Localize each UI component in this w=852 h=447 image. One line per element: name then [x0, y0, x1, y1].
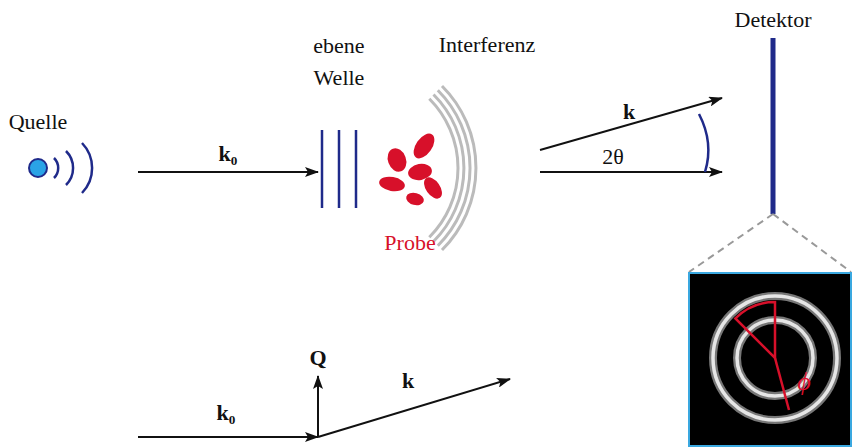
text-label: k — [402, 368, 414, 394]
text-label: k₀ — [217, 400, 236, 426]
scattered-arrow — [540, 98, 722, 150]
text-label: k₀ — [219, 141, 238, 167]
text-label: Q — [309, 345, 326, 371]
sample-particles — [378, 130, 446, 207]
angle-symbol: ϕ — [797, 367, 810, 397]
text-label: Quelle — [9, 109, 68, 135]
detector-bar — [771, 38, 776, 214]
text-label: 2θ — [602, 144, 624, 170]
zoom-line — [773, 214, 851, 272]
text-label: ebene Welle — [304, 30, 374, 94]
detector-inset: ϕ — [688, 272, 852, 447]
plane-wave-front — [355, 130, 358, 208]
ring-pattern — [690, 274, 850, 445]
plane-wave-front — [321, 130, 324, 208]
angle-arc — [699, 114, 708, 172]
vector-q — [317, 376, 319, 437]
text-label: Interferenz — [439, 32, 535, 58]
text-label: Probe — [384, 230, 435, 256]
source-wave — [66, 151, 73, 185]
source-wave — [54, 158, 58, 178]
zoom-line — [689, 214, 773, 272]
interference-arcs — [429, 86, 476, 250]
text-label: k — [623, 99, 635, 125]
source-wave — [82, 143, 92, 193]
vector-k0 — [138, 436, 318, 438]
plane-wave-front — [338, 130, 341, 208]
source-dot — [29, 159, 47, 177]
incident-arrow — [138, 171, 318, 173]
forward-arrow — [540, 171, 722, 173]
text-label: Detektor — [735, 7, 812, 33]
